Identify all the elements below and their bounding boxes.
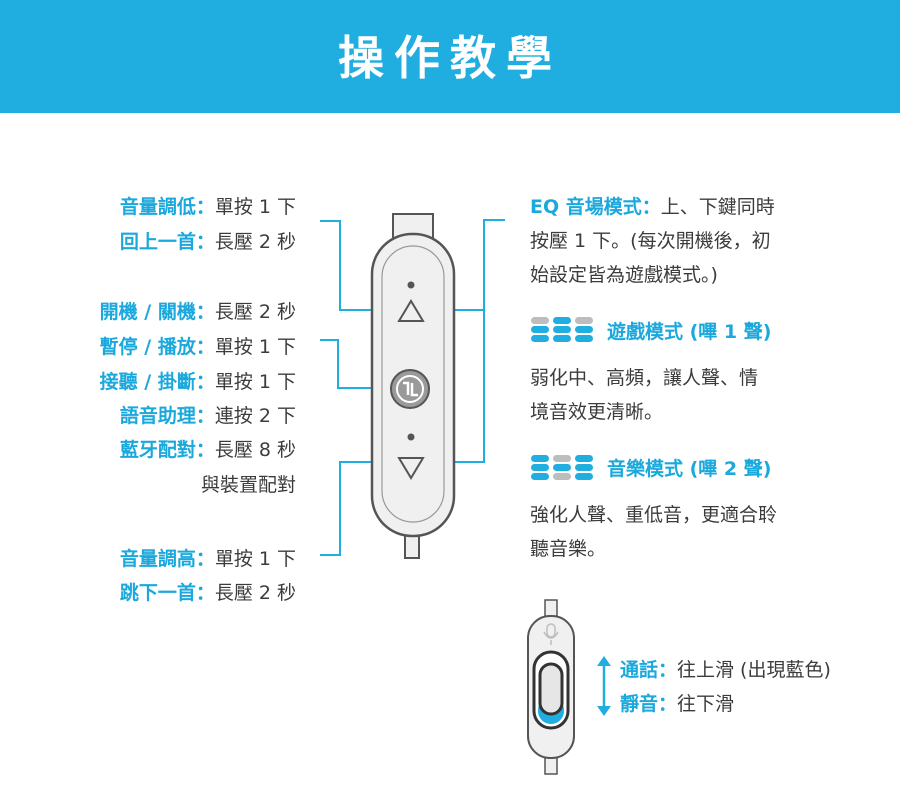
control-key: 暫停 / 播放：: [99, 336, 215, 358]
control-volume-up: 音量調高：單按 1 下: [120, 545, 296, 573]
microphone-icon: [543, 623, 559, 645]
control-key: 接聽 / 掛斷：: [99, 371, 215, 393]
up-dot: [407, 281, 415, 289]
mic-call-label: 通話：往上滑 (出現藍色): [620, 656, 831, 684]
control-value: 單按 1 下: [214, 548, 296, 570]
control-key: 音量調低：: [119, 196, 215, 218]
control-play-pause: 暫停 / 播放：單按 1 下: [100, 333, 296, 361]
control-volume-down: 音量調低：單按 1 下: [120, 193, 296, 221]
control-value: 長壓 2 秒: [214, 231, 296, 253]
control-key: 回上一首：: [119, 231, 215, 253]
eq-mode-icon: [531, 317, 593, 342]
down-dot: [407, 433, 415, 441]
slider-knob[interactable]: [538, 662, 564, 716]
control-power: 開機 / 關機：長壓 2 秒: [100, 298, 296, 326]
jlab-logo-icon[interactable]: [390, 369, 430, 409]
page-title: 操作教學: [338, 31, 562, 85]
game-mode-desc-1: 弱化中、高頻，讓人聲、情: [530, 367, 759, 389]
double-arrow-icon: [597, 656, 611, 716]
eq-heading: EQ 音場模式：上、下鍵同時: [530, 193, 775, 221]
control-value: 單按 1 下: [214, 371, 296, 393]
control-answer-call: 接聽 / 掛斷：單按 1 下: [100, 368, 296, 396]
control-pairing-note: 與裝置配對: [201, 471, 296, 499]
music-mode-title: 音樂模式 (嗶 2 聲): [607, 458, 772, 480]
remote-inner-outline: [381, 245, 445, 523]
down-arrow-icon[interactable]: [397, 457, 425, 480]
control-previous-track: 回上一首：長壓 2 秒: [120, 228, 296, 256]
control-value: 長壓 2 秒: [214, 582, 296, 604]
music-mode-desc-1: 強化人聲、重低音，更適合聆: [530, 504, 778, 526]
mic-value: 往下滑: [677, 693, 735, 715]
control-key: 語音助理：: [119, 405, 215, 427]
mic-key: 通話：: [620, 659, 678, 681]
music-mode-desc-2: 聽音樂。: [530, 538, 607, 560]
control-value: 單按 1 下: [214, 336, 296, 358]
mic-key: 靜音：: [620, 693, 678, 715]
control-key: 藍牙配對：: [119, 439, 215, 461]
eq-line-2: 按壓 1 下。(每次開機後，初: [530, 230, 771, 252]
control-value: 長壓 8 秒: [214, 439, 296, 461]
control-value: 連按 2 下: [214, 405, 296, 427]
eq-line-3: 始設定皆為遊戲模式。): [530, 264, 718, 286]
header-banner: 操作教學: [0, 0, 900, 113]
connector-line-middle: [320, 339, 398, 389]
game-mode-desc-2: 境音效更清晰。: [530, 401, 664, 423]
game-mode-title: 遊戲模式 (嗶 1 聲): [607, 321, 772, 343]
eq-mode-icon: [531, 455, 593, 480]
control-key: 跳下一首：: [119, 582, 215, 604]
control-value: 長壓 2 秒: [214, 301, 296, 323]
control-next-track: 跳下一首：長壓 2 秒: [120, 579, 296, 607]
control-bluetooth-pairing: 藍牙配對：長壓 8 秒: [120, 436, 296, 464]
control-value: 與裝置配對: [200, 474, 296, 496]
control-voice-assistant: 語音助理：連按 2 下: [120, 402, 296, 430]
mic-value: 往上滑 (出現藍色): [677, 659, 831, 681]
mic-mute-label: 靜音：往下滑: [620, 690, 734, 718]
control-key: 開機 / 關機：: [99, 301, 215, 323]
eq-key: EQ 音場模式：: [530, 196, 661, 218]
eq-line-1: 上、下鍵同時: [660, 196, 775, 218]
control-key: 音量調高：: [119, 548, 215, 570]
up-arrow-icon[interactable]: [397, 299, 425, 322]
control-value: 單按 1 下: [214, 196, 296, 218]
